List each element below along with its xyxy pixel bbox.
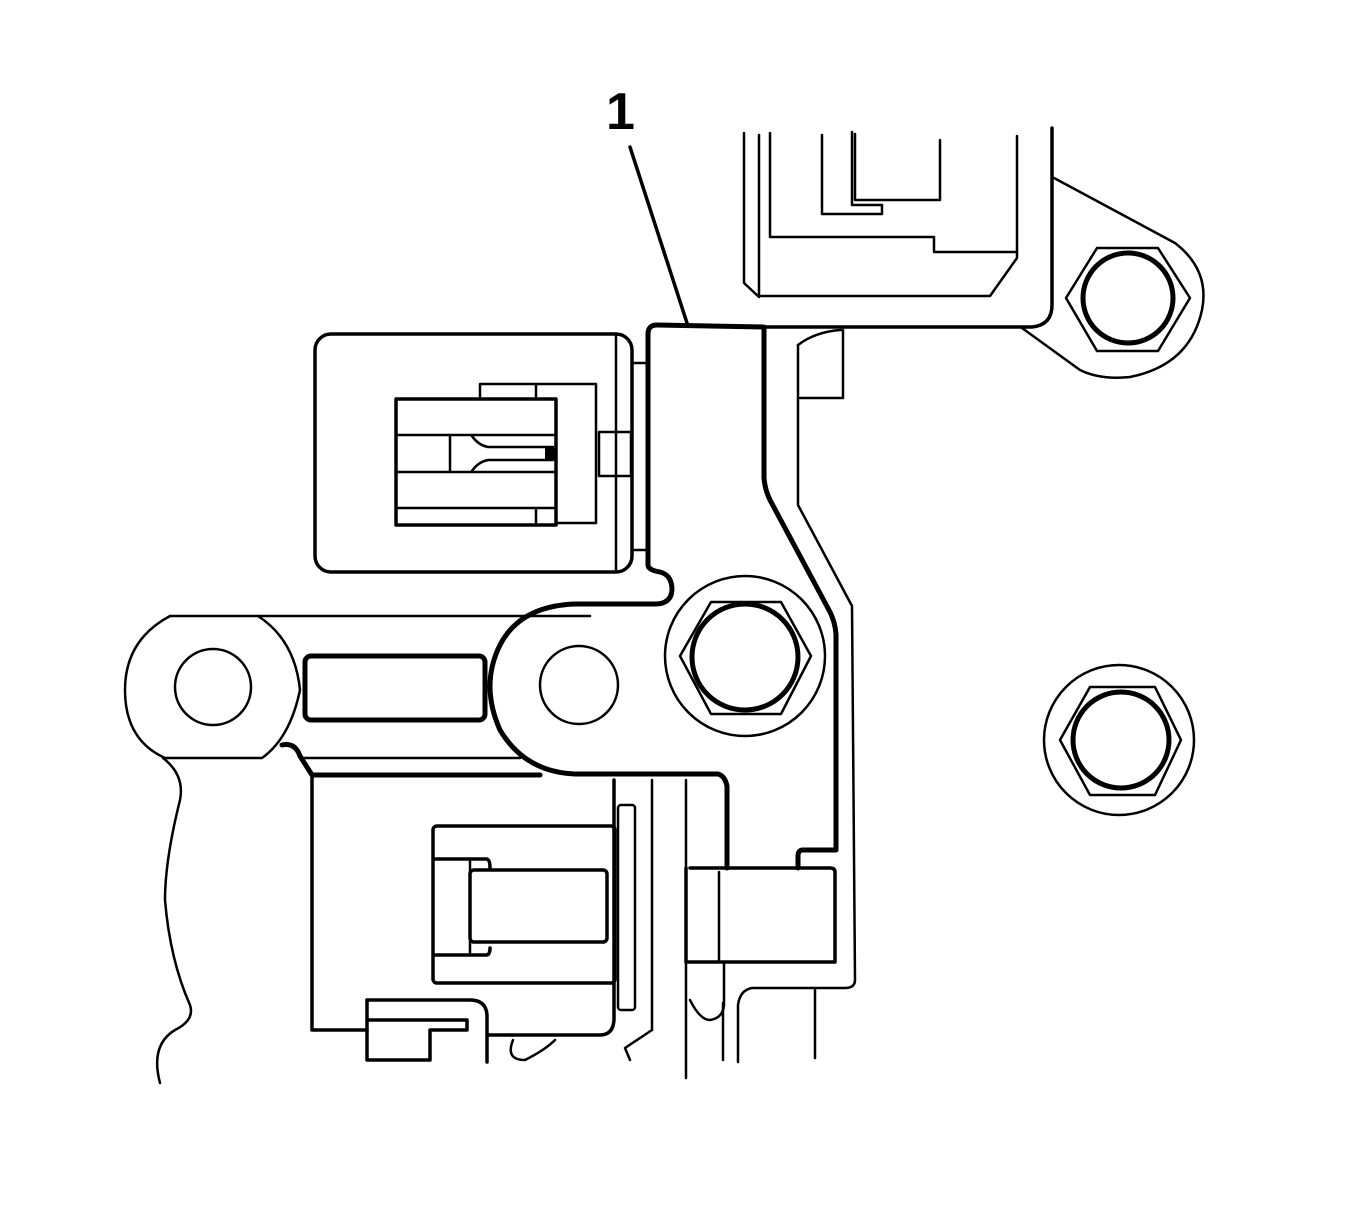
center-bolt-with-washer <box>663 574 827 738</box>
lower-link-arm <box>123 614 620 778</box>
lower-connector <box>310 773 654 1062</box>
lower-rails <box>684 778 837 1080</box>
right-nut-with-washer <box>1042 663 1196 817</box>
lower-clip <box>365 998 489 1064</box>
upper-right-connector-housing <box>742 126 1054 329</box>
callout-label-1: 1 <box>606 83 635 141</box>
callout-leader-1 <box>628 145 689 325</box>
left-electrical-connector <box>313 332 650 574</box>
upper-right-mounting-ear <box>1020 176 1205 379</box>
break-line <box>155 756 193 1085</box>
bracket <box>487 322 857 1064</box>
